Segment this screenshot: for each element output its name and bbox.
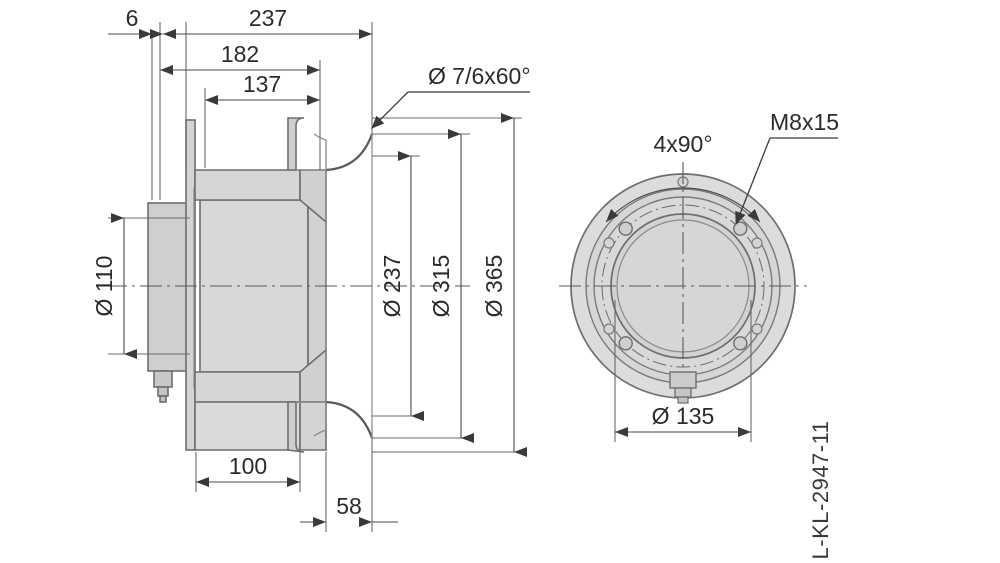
dim-dia-315: Ø 315 [372,129,474,443]
front-view-group: 4x90° M8x15 Ø 135 [559,109,839,442]
dim-6: 6 [108,5,205,39]
dim-182: 182 [160,41,320,75]
dim-dia-365: Ø 365 [372,113,527,457]
note-label-thread-spec: M8x15 [770,109,839,135]
dim-label-dia-135: Ø 135 [652,403,715,429]
dim-label-dia-365: Ø 365 [481,255,507,318]
note-label-hole-spec: Ø 7/6x60° [428,63,531,89]
dim-dia-110: Ø 110 [91,213,190,359]
dim-label-dia-237: Ø 237 [379,255,405,318]
dim-label-bolt-angle: 4x90° [653,131,712,157]
flange-edges [325,118,373,452]
motor-back-housing [147,202,189,403]
dim-label-237-depth: 237 [249,5,287,31]
bolt-holes-m8 [618,221,748,351]
dim-dia-237: Ø 237 [372,151,424,421]
dim-label-100: 100 [229,453,267,479]
cable-gland [669,371,697,404]
dim-100: 100 [195,452,301,492]
dim-label-58: 58 [336,493,362,519]
drawing-number-label: L-KL-2947-11 [808,421,833,560]
dim-237-depth: 237 [163,5,372,39]
dim-label-dia-110: Ø 110 [91,256,117,317]
dim-dia-135: Ø 135 [614,300,752,442]
housing-shroud [194,169,327,451]
dim-label-6: 6 [126,5,139,31]
dim-label-137: 137 [243,71,281,97]
dim-58: 58 [300,452,398,532]
side-view-group [105,117,470,453]
note-hole-spec: Ø 7/6x60° [371,63,531,129]
dim-label-dia-315: Ø 315 [428,255,454,318]
note-thread-spec: M8x15 [735,109,839,225]
side-view-dimensions: 6 237 182 137 Ø 110 [91,5,531,532]
dim-label-182: 182 [221,41,259,67]
dim-137: 137 [205,71,320,105]
inlet-bellmouth-upper [287,117,374,172]
